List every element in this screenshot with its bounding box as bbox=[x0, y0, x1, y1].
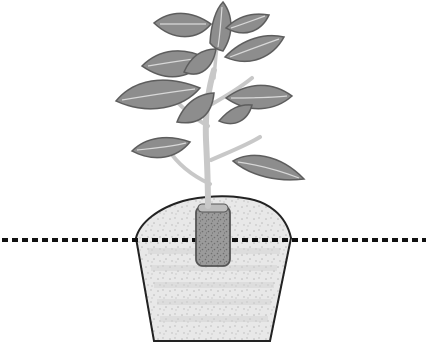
leaf-upper-right bbox=[225, 36, 284, 62]
root-ball bbox=[196, 206, 230, 266]
root-ball-top bbox=[198, 204, 228, 212]
leaf-inner-right bbox=[219, 105, 252, 124]
leaf-top-left bbox=[154, 13, 211, 36]
root-ball-group bbox=[196, 204, 230, 266]
